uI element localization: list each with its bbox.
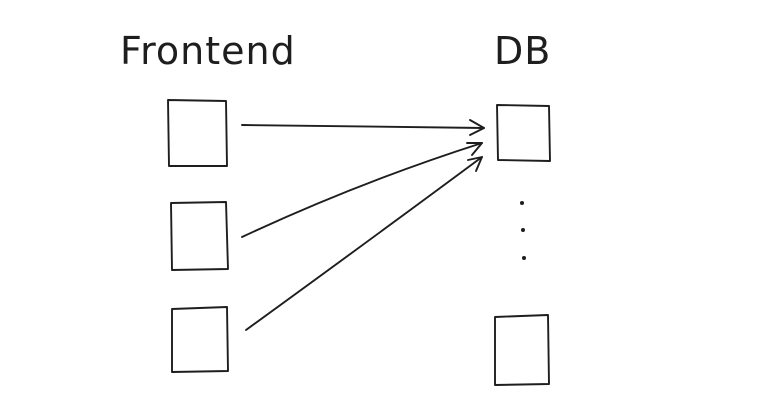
db-box-bottom [494,314,550,386]
frontend-box-1 [167,99,228,167]
ellipsis-dot-3 [522,256,526,260]
ellipsis-dot-2 [521,228,525,232]
ellipsis-dot-1 [520,201,524,205]
db-label: DB [494,29,551,73]
arrow-1 [241,119,485,136]
arrow-3 [245,156,483,331]
frontend-label: Frontend [120,29,296,73]
arrow-2 [241,142,483,238]
frontend-box-3 [171,306,229,373]
frontend-box-2 [170,201,229,271]
db-box-top [496,104,551,162]
